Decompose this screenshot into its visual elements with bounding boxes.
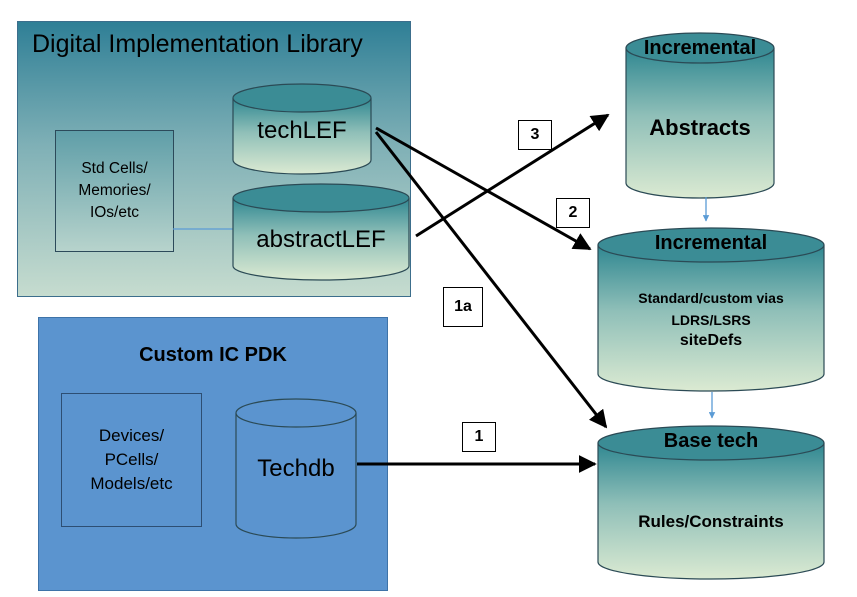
std-cells-box: Std Cells/ Memories/ IOs/etc	[55, 130, 174, 252]
arrow-1a-label: 1a	[443, 287, 483, 327]
custom-ic-pdk: Custom IC PDK Devices/ PCells/ Models/et…	[38, 317, 388, 591]
incremental-line1: Standard/custom vias	[638, 290, 784, 306]
abstractlef-cylinder	[232, 183, 410, 281]
arrow-3	[415, 113, 610, 238]
arrow-1a	[374, 131, 608, 429]
incremental-line2: LDRS/LSRS	[671, 312, 751, 328]
base-body: Rules/Constraints	[638, 512, 784, 531]
techdb-cylinder	[235, 398, 357, 539]
arrow-2-label: 2	[556, 198, 590, 228]
techlef-label: techLEF	[257, 117, 347, 144]
arrow-3-label: 3	[518, 120, 552, 150]
arrow-2	[375, 126, 592, 251]
techdb-label: Techdb	[257, 455, 335, 482]
abstracts-cylinder	[625, 32, 775, 199]
pdk-title: Custom IC PDK	[139, 344, 287, 366]
devices-label: Devices/ PCells/ Models/etc	[90, 426, 173, 493]
dil-title: Digital Implementation Library	[32, 30, 363, 58]
incremental-line3: siteDefs	[679, 332, 743, 349]
abstracts-title: Incremental	[643, 37, 757, 59]
incremental-cylinder	[597, 227, 825, 392]
base-tech-cylinder	[597, 425, 825, 580]
base-title: Base tech	[663, 430, 759, 452]
devices-box: Devices/ PCells/ Models/etc	[61, 393, 202, 527]
techlef-cylinder	[232, 83, 372, 175]
abstractlef-label: abstractLEF	[256, 226, 386, 253]
incremental-title: Incremental	[654, 232, 768, 254]
std-cells-label: Std Cells/ Memories/ IOs/etc	[78, 160, 151, 221]
arrow-1-label: 1	[462, 422, 496, 452]
abstracts-body: Abstracts	[649, 115, 751, 140]
